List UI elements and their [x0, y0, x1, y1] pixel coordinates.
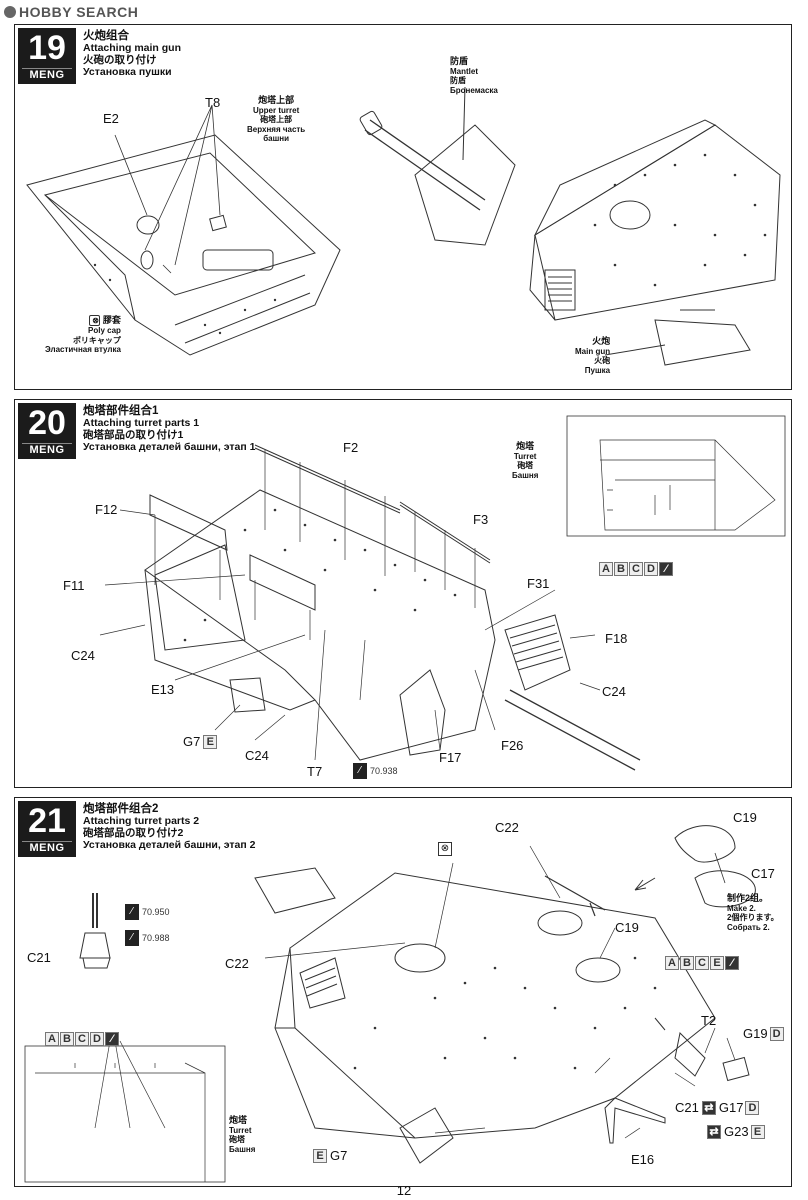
poly-cap-icon: ⊗: [438, 842, 452, 856]
part-f18-box: [504, 614, 571, 691]
antenna-base-c21: [79, 932, 111, 969]
main-gun-barrel: [364, 119, 486, 211]
part-label-f2: F2: [343, 440, 359, 455]
plate-f11: [249, 554, 316, 611]
upper-turret-note: 炮塔上部 Upper turret 砲塔上部 Верхняя часть баш…: [247, 95, 306, 143]
part-label-f18: F18: [605, 631, 628, 646]
part-g19: [722, 1056, 750, 1082]
gun-barrel: [504, 689, 641, 771]
turret-note: 炮塔 Turret 砲塔 Башня: [229, 1115, 256, 1154]
step-21-title: 炮塔部件组合2 Attaching turret parts 2 砲塔部品の取り…: [83, 803, 256, 851]
part-label-c21-left: C21: [27, 950, 51, 965]
paint-code-70988: ⁄70.988: [125, 930, 170, 946]
paint-brush-icon: ⁄: [125, 904, 139, 920]
antenna-rod: [92, 893, 98, 928]
watermark: HOBBY SEARCH: [4, 4, 138, 20]
part-label-f3: F3: [473, 512, 489, 527]
gun-barrel-stub: [254, 867, 336, 914]
paint-code-70950: ⁄70.950: [125, 904, 170, 920]
paint-brush-icon: ⁄: [125, 930, 139, 946]
part-label-f17: F17: [439, 750, 462, 765]
part-g7-plate: [399, 1107, 454, 1164]
logo-icon: [4, 6, 16, 18]
part-label-t7: T7: [307, 764, 323, 779]
poly-cap-note: ⊗膠套 Poly cap ポリキャップ Эластичная втулка: [45, 315, 121, 354]
turret-note: 炮塔 Turret 砲塔 Башня: [512, 441, 539, 480]
part-label-c17: C17: [751, 866, 775, 881]
step-20-diagram: [99, 415, 786, 771]
hatch-left: [394, 943, 446, 973]
part-c19-inset: [674, 825, 736, 863]
mantlet-note: 防盾 Mantlet 防盾 Бронемаска: [450, 56, 498, 95]
part-t2-lamp: [654, 1017, 706, 1077]
poly-cap-part: [136, 215, 160, 235]
part-g7: [229, 677, 266, 713]
part-label-f26: F26: [501, 738, 524, 753]
part-label-c24-left: C24: [71, 648, 95, 663]
turret-body: [144, 489, 496, 761]
part-label-e2: E2: [103, 111, 119, 126]
hatch-c19: [575, 957, 621, 983]
paint-brush-icon: ⁄: [725, 956, 739, 970]
hatch-c22: [537, 910, 583, 936]
make-2-note: 制作2组。 Make 2. 2個作ります。 Собрать 2.: [727, 893, 779, 932]
poly-cap-icon: ⊗: [88, 315, 100, 326]
part-label-c19-top: C19: [733, 810, 757, 825]
step-19-title: 火炮组合 Attaching main gun 火砲の取り付け Установк…: [83, 30, 181, 78]
part-label-c24-bottom: C24: [245, 748, 269, 763]
part-label-t8: T8: [205, 95, 221, 110]
step-20-title: 炮塔部件组合1 Attaching turret parts 1 砲塔部品の取り…: [83, 405, 256, 453]
swap-icon: ⇄: [707, 1124, 721, 1139]
part-label-c22-top: C22: [495, 820, 519, 835]
paint-brush-icon: ⁄: [659, 562, 673, 576]
part-label-t2: T2: [701, 1013, 717, 1028]
mantlet-part: [414, 124, 516, 246]
part-label-c24-right: C24: [602, 684, 626, 699]
main-gun-note: 火炮 Main gun 火砲 Пушка: [575, 336, 611, 375]
part-label-e13: E13: [151, 682, 175, 697]
turret-body: [289, 872, 716, 1139]
part-label-e16: E16: [631, 1152, 655, 1167]
inset-turret-side: [24, 1045, 226, 1183]
paint-brush-icon: ⁄: [353, 763, 367, 779]
part-c17-inset: [694, 870, 756, 908]
part-label-c19-mid: C19: [615, 920, 639, 935]
part-f17-panel: [399, 669, 446, 756]
part-e16-grab-handle: [604, 1097, 666, 1144]
part-label-f12: F12: [95, 502, 118, 517]
inset-turret: [566, 415, 786, 537]
paint-brush-icon: ⁄: [105, 1032, 119, 1046]
rail-f2-f3: [254, 444, 491, 564]
part-label-f11: F11: [63, 578, 85, 593]
step-21-diagram: [24, 825, 756, 1183]
part-label-c22-left: C22: [225, 956, 249, 971]
step-19-diagram: [26, 86, 781, 366]
swap-icon: ⇄: [701, 1100, 716, 1115]
part-label-f31: F31: [527, 576, 550, 591]
page-number: 12: [396, 1183, 412, 1198]
turret-assembly: [534, 124, 781, 321]
paint-code-70938: ⁄70.938: [353, 763, 398, 779]
plate-f12: [149, 494, 228, 551]
